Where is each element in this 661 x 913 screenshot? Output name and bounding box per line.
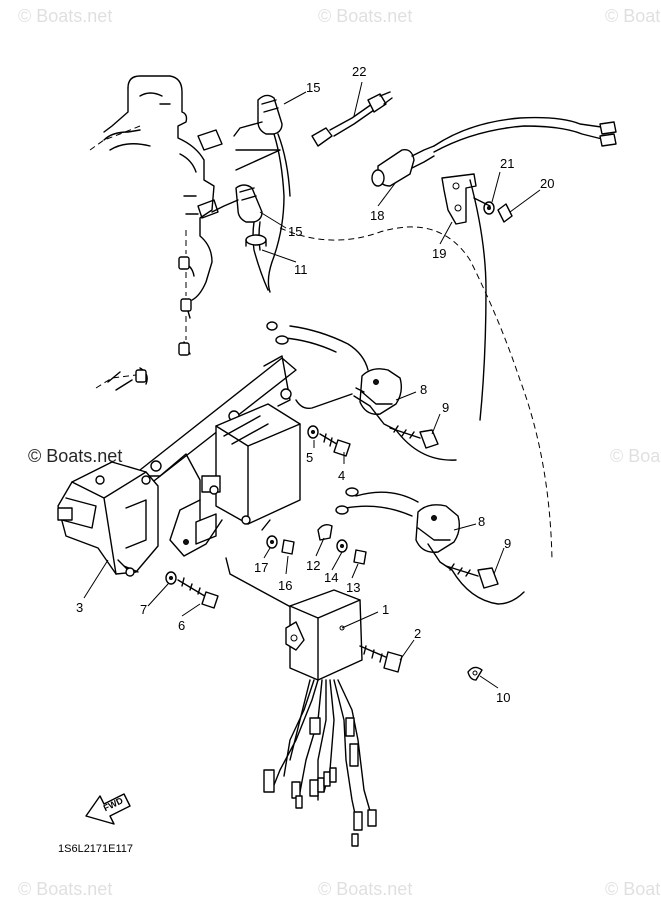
washer-7: [165, 571, 177, 585]
callout-17: 17: [254, 560, 268, 575]
callout-10: 10: [496, 690, 510, 705]
callout-13: 13: [346, 580, 360, 595]
callout-9-upper: 9: [442, 400, 449, 415]
rectifier-unit: [169, 403, 301, 557]
callout-11: 11: [294, 262, 308, 277]
screw-20: [473, 197, 513, 223]
bolt-6: [177, 577, 219, 609]
watermarks: © Boats.net © Boats.net © Boats.net © Bo…: [18, 6, 661, 899]
connector-lead-22: [311, 91, 393, 147]
leader-lines: [83, 81, 541, 689]
watermark-left-mid: © Boats.net: [28, 446, 122, 466]
high-tension-cords: [252, 133, 291, 293]
callout-14: 14: [324, 570, 338, 585]
callout-3: 3: [76, 600, 83, 615]
callout-5: 5: [306, 450, 313, 465]
callout-15-upper: 15: [306, 80, 320, 95]
callout-15-lower: 15: [288, 224, 302, 239]
callout-21: 21: [500, 156, 514, 171]
ignition-coil-lower-8: [335, 487, 525, 605]
callout-9-lower: 9: [504, 536, 511, 551]
cdi-wire-harness: [263, 679, 377, 847]
watermark-top-center: © Boats.net: [318, 6, 412, 26]
callout-12: 12: [306, 558, 320, 573]
callout-18: 18: [370, 208, 384, 223]
callout-19: 19: [432, 246, 446, 261]
rectifier-regulator-3: [57, 461, 159, 577]
callout-labels: 22 15 15 11 18 19 20 21 8 9 8 9 5 4 3 7 …: [76, 64, 554, 705]
spark-plug-cap-upper: [233, 94, 283, 137]
watermark-bottom-center: © Boats.net: [318, 879, 412, 899]
washer-5: [307, 425, 319, 439]
engine-bracket-line: [235, 149, 281, 171]
callout-8-lower: 8: [478, 514, 485, 529]
callout-7: 7: [140, 602, 147, 617]
watermark-top-right: © Boats.net: [605, 6, 661, 26]
callout-16: 16: [278, 578, 292, 593]
bolt-4: [319, 433, 351, 457]
bolt-9-upper: [389, 425, 439, 449]
lead-wire-vertical: [469, 179, 487, 421]
clip-10: [467, 666, 483, 681]
forward-direction-arrow: FWD: [85, 793, 131, 825]
callout-8-upper: 8: [420, 382, 427, 397]
bracket-19: [441, 173, 477, 225]
callout-20: 20: [540, 176, 554, 191]
leader-bracket-cdi: [225, 557, 301, 613]
watermark-bottom-left: © Boats.net: [18, 879, 112, 899]
cdi-unit-1: [285, 589, 363, 681]
callout-4: 4: [338, 468, 345, 483]
bolt-9-lower: [445, 563, 499, 589]
callout-2: 2: [414, 626, 421, 641]
watermark-right-mid: © Boats.net: [610, 446, 661, 466]
lead-route-right: [279, 226, 553, 561]
diagram-code: 1S6L2171E117: [58, 843, 133, 855]
watermark-bottom-right: © Boats.net: [605, 879, 661, 899]
screw-13: [353, 549, 367, 565]
callout-1: 1: [382, 602, 389, 617]
cord-grommet-11: [245, 234, 267, 247]
watermark-top-left: © Boats.net: [18, 6, 112, 26]
clamp-12: [317, 523, 333, 541]
stop-switch-18: [371, 116, 617, 187]
spark-plug-cap-lower: [211, 184, 263, 223]
engine-block-outline: [89, 75, 223, 391]
callout-6: 6: [178, 618, 185, 633]
screw-2: [359, 645, 403, 673]
bolt-16: [261, 519, 295, 555]
washer-17: [266, 535, 278, 549]
washer-14: [336, 539, 348, 553]
callout-22: 22: [352, 64, 366, 79]
